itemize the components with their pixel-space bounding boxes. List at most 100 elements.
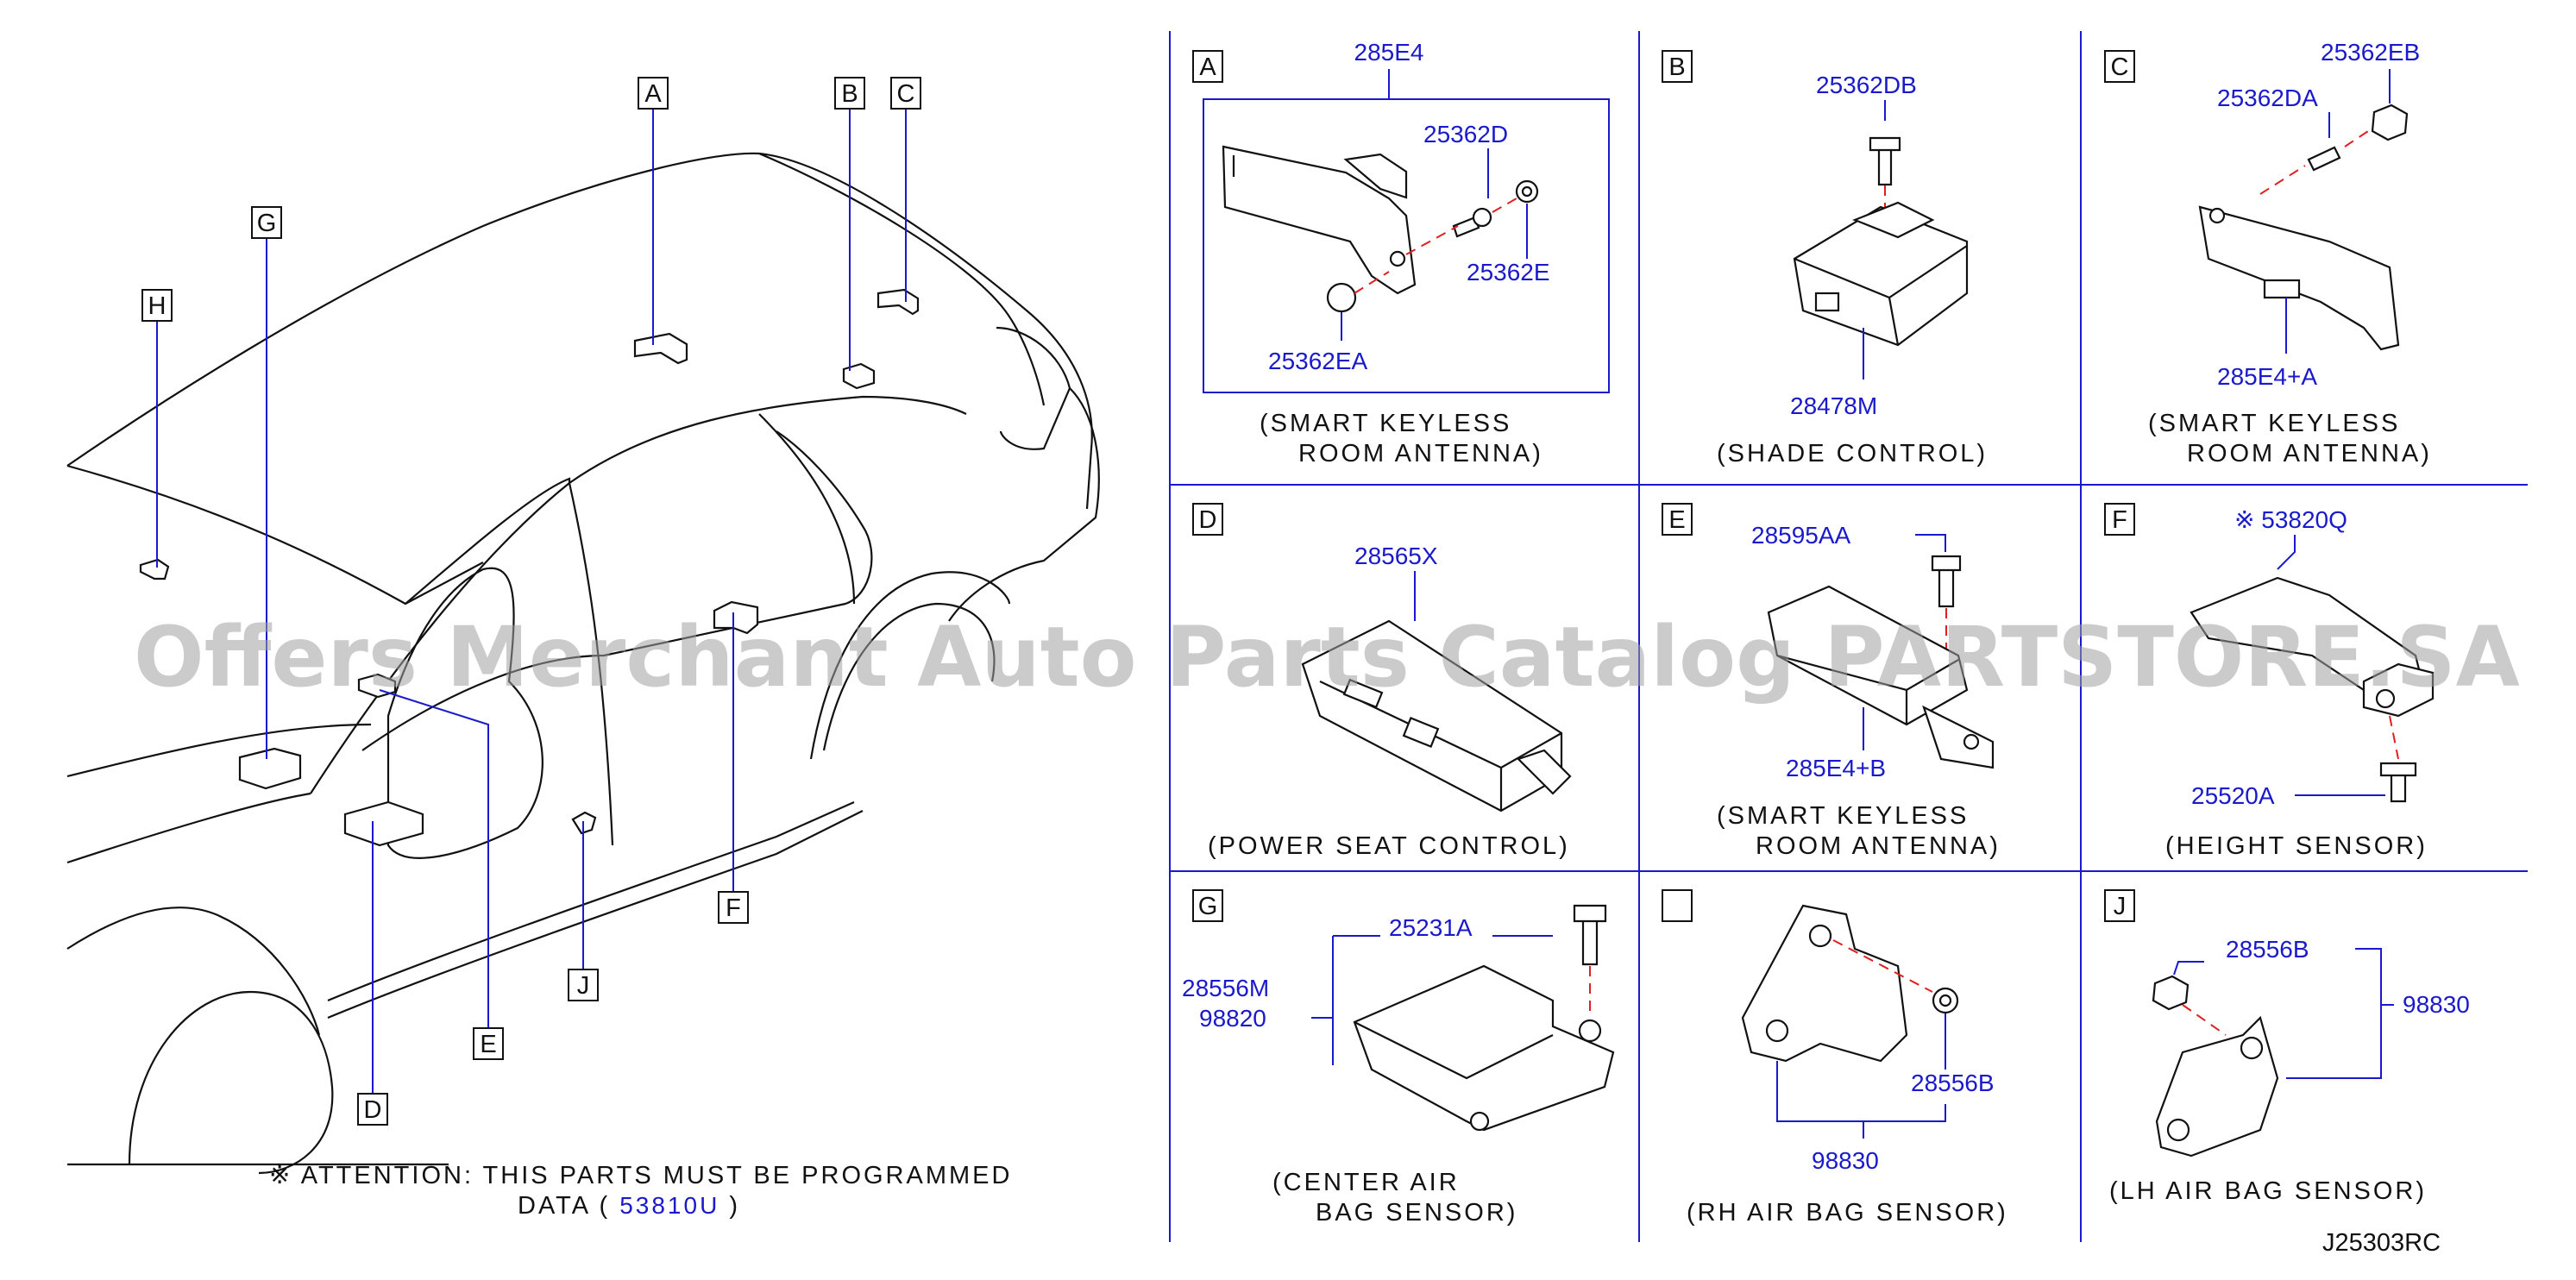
svg-text:(CENTER AIR: (CENTER AIR [1272,1169,1460,1196]
part-25362E[interactable]: 25362E [1467,259,1550,285]
callout-f[interactable]: F [718,891,749,924]
svg-text:B: B [1668,53,1685,81]
car-windshield [405,477,571,605]
svg-text:C: C [2111,53,2129,81]
antenna-c-drawing [2198,205,2400,351]
part-28556M[interactable]: 28556M [1182,975,1269,1001]
screw-25362DA [2307,146,2341,172]
svg-text:E: E [480,1031,496,1058]
svg-text:G: G [1198,893,1218,920]
part-53820Q[interactable]: ※ 53820Q [2234,506,2347,533]
part-25362D[interactable]: 25362D [1423,121,1508,147]
svg-text:(SHADE CONTROL): (SHADE CONTROL) [1717,440,1988,467]
part-icon-f [713,600,759,635]
car-rear-quarter [948,387,1100,622]
svg-text:G: G [257,210,277,237]
svg-text:(LH AIR BAG SENSOR): (LH AIR BAG SENSOR) [2109,1177,2427,1205]
callout-d[interactable]: D [357,1093,388,1126]
part-icon-g [238,747,302,790]
part-28565X[interactable]: 28565X [1354,543,1438,569]
callout-c[interactable]: C [890,77,921,110]
svg-text:E: E [1668,506,1685,534]
svg-text:(SMART KEYLESS: (SMART KEYLESS [1717,802,1969,830]
front-wheel [128,990,334,1175]
svg-text:F: F [2112,506,2127,534]
part-285E4-A[interactable]: 285E4+A [2217,363,2317,390]
leader-e [379,689,489,1028]
bolt-28595AA [1931,555,1962,608]
part-icon-h [139,558,170,580]
car-trunk-lid [996,326,1071,450]
svg-text:D: D [1199,506,1217,534]
car-front-fender [66,907,321,1036]
car-b-pillar [568,482,614,846]
panel-g: G 25231A 28556M 98820 (CENTER AIR BAG SE… [1182,889,1615,1227]
part-28556B-lh[interactable]: 28556B [2226,936,2309,963]
part-icon-a [633,332,688,365]
callout-a[interactable]: A [638,77,669,110]
panel-f: F ※ 53820Q 25520A (HEIGHT SENSOR) [2104,503,2435,860]
part-28478M[interactable]: 28478M [1790,392,1877,419]
part-25520A[interactable]: 25520A [2191,782,2275,809]
part-98830-lh[interactable]: 98830 [2403,991,2470,1018]
car-side-upper [310,395,967,794]
callout-b[interactable]: B [834,77,865,110]
part-25362DA[interactable]: 25362DA [2217,85,2318,111]
svg-text:F: F [726,894,741,922]
svg-text:B: B [841,80,858,108]
attention-line-2: DATA ( 53810U ) [518,1192,740,1220]
svg-text:J: J [577,972,590,1000]
car-sill [327,810,864,1020]
callout-g[interactable]: G [251,206,282,239]
part-25362EA[interactable]: 25362EA [1268,348,1368,374]
car-overview: A B C G H E D F [66,77,1100,1220]
panel-c: C 25362EB 25362DA 285E4+A (SMART KEYLESS… [2104,39,2429,467]
svg-text:J: J [2114,893,2127,920]
rear-wheel-arch [809,571,1011,760]
bolt-25231A [1573,904,1607,966]
panel-rh: 28556B 98830 (RH AIR BAG SENSOR) [1662,889,2008,1227]
panel-d: D 28565X (POWER SEAT CONTROL) [1192,503,1572,860]
callout-j[interactable]: J [568,969,599,1001]
svg-text:A: A [644,80,662,108]
panel-a: A 285E4 25362D 25362E 25362EA (SMART KEY… [1192,39,1610,467]
callout-h[interactable]: H [141,289,173,322]
panel-e: E 28595AA 285E4+B (SMART KEYLESS ROOM AN… [1662,503,2001,860]
svg-text:(HEIGHT SENSOR): (HEIGHT SENSOR) [2165,832,2428,860]
part-98830-rh[interactable]: 98830 [1812,1147,1879,1174]
watermark: Offers Merchant Auto Parts Catalog PARTS… [134,609,2520,706]
rear-wheel [822,602,996,751]
nut-28556B-lh [2152,975,2190,1011]
bolt-25520A [2379,762,2417,803]
part-25231A[interactable]: 25231A [1389,914,1473,941]
part-285E4-B[interactable]: 285E4+B [1786,755,1886,781]
part-28595AA[interactable]: 28595AA [1751,522,1851,549]
car-c-pillar [758,413,856,605]
part-25362EB[interactable]: 25362EB [2321,39,2420,66]
part-icon-d [343,800,424,847]
part-icon-b [842,362,876,390]
svg-text:BAG SENSOR): BAG SENSOR) [1316,1199,1517,1227]
svg-text:H: H [148,292,166,320]
car-door-line [361,430,873,751]
part-25362DB[interactable]: 25362DB [1816,72,1917,98]
svg-text:ROOM ANTENNA): ROOM ANTENNA) [1756,832,2001,860]
front-seat [386,567,543,859]
panel-b: B 25362DB 28478M (SHADE CONTROL) [1662,50,1988,467]
center-airbag-sensor-module [1353,964,1615,1132]
svg-text:(RH AIR BAG SENSOR): (RH AIR BAG SENSOR) [1687,1199,2008,1227]
part-98820[interactable]: 98820 [1199,1005,1266,1032]
svg-text:(SMART KEYLESS: (SMART KEYLESS [2148,410,2400,437]
car-hood [66,723,372,864]
part-285E4[interactable]: 285E4 [1354,39,1424,66]
part-28556B-rh[interactable]: 28556B [1911,1070,1995,1096]
panel-grid [1169,31,2528,1242]
antenna-a-drawing [1222,145,1417,295]
car-roof-outline [66,152,1093,510]
attention-line-1: ※ ATTENTION: THIS PARTS MUST BE PROGRAMM… [269,1162,1012,1189]
callout-e[interactable]: E [473,1027,504,1060]
car-rear-glass-edge [758,152,1046,406]
attention-part-link[interactable]: 53810U [619,1192,719,1219]
svg-text:ROOM ANTENNA): ROOM ANTENNA) [1298,440,1543,467]
